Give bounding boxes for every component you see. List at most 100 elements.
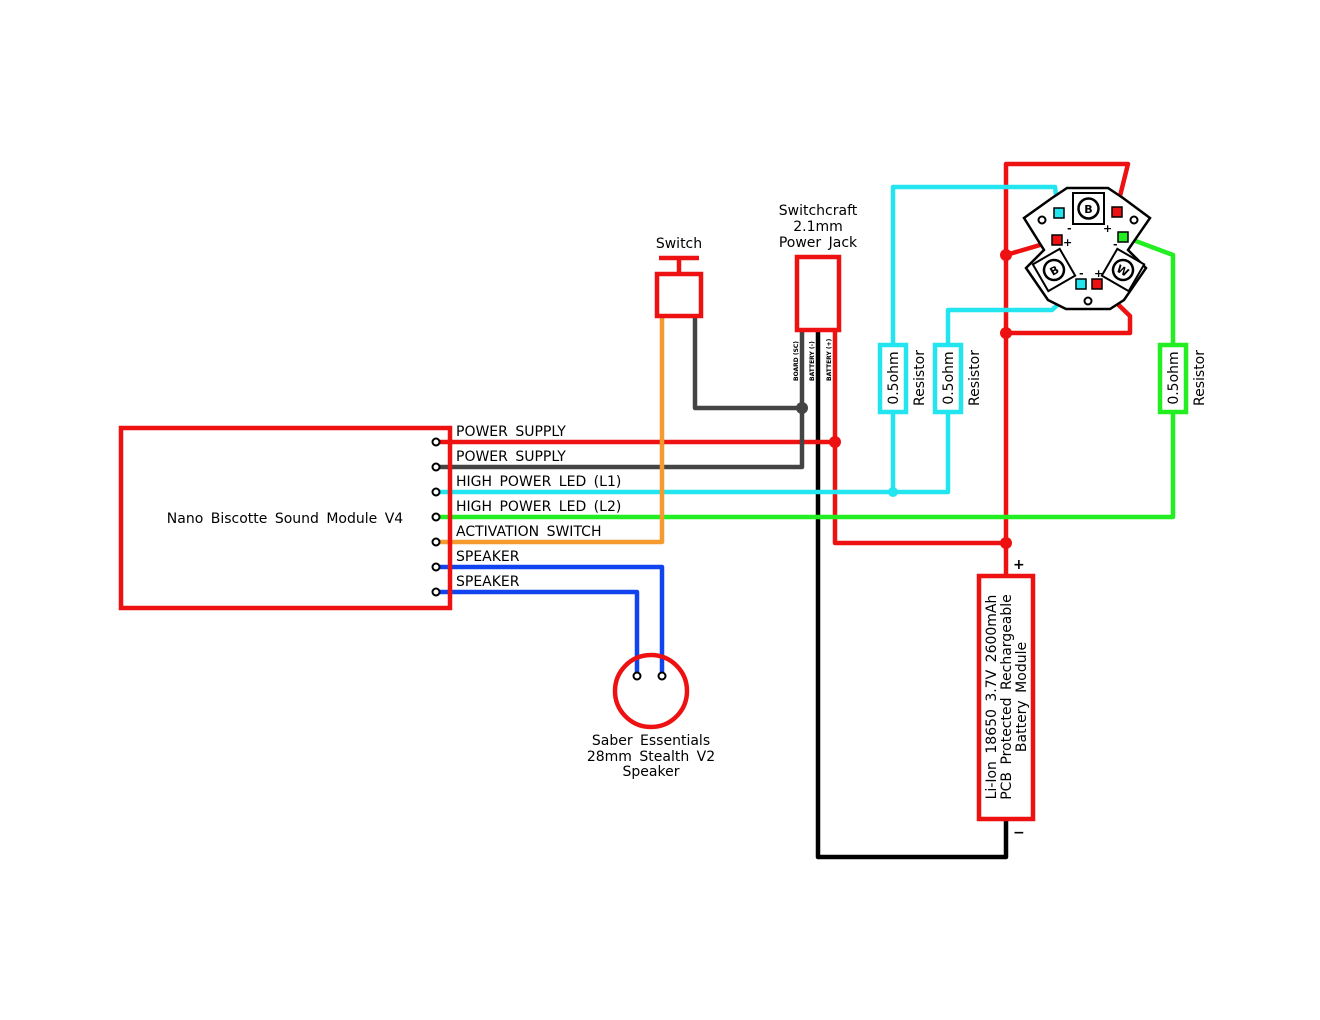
led-plus-mark: +	[1103, 222, 1112, 235]
power-jack-pin-battery-minus: BATTERY (-)	[809, 341, 816, 381]
wire-led-l2	[433, 409, 1176, 520]
speaker-label-line-3: Speaker	[623, 764, 680, 780]
junction-dot	[1000, 537, 1012, 549]
wire-jack-battery-plus	[832, 327, 1009, 546]
led-pad-red-top	[1111, 206, 1123, 218]
led-pad-green-right	[1117, 231, 1129, 243]
sound-module: Nano Biscotte Sound Module V4 POWER SUPP…	[118, 424, 621, 611]
module-pin-terminals	[431, 437, 441, 597]
pin-label-speaker-2: SPEAKER	[456, 574, 520, 590]
wires	[433, 161, 1176, 860]
speaker-terminal	[632, 671, 642, 681]
wire-activation-switch	[433, 314, 665, 545]
wire-battery-negative	[815, 327, 1009, 860]
led-die-1: B	[1072, 192, 1105, 225]
battery: Li-Ion 18650 3.7V 2600mAh PCB Protected …	[976, 557, 1036, 841]
junction-dot	[1000, 249, 1012, 261]
junction-dot	[829, 436, 841, 448]
led-die-1-lens	[1077, 197, 1100, 220]
resistor-2-body	[932, 342, 964, 415]
resistor-1-label: Resistor	[912, 350, 928, 406]
module-pin-terminal	[431, 462, 441, 472]
sound-module-title: Nano Biscotte Sound Module V4	[167, 511, 404, 527]
power-jack-pin-board: BOARD (SC)	[793, 341, 800, 381]
switch-label: Switch	[656, 236, 702, 252]
module-pin-terminal	[431, 437, 441, 447]
speaker-label-line-2: 28mm Stealth V2	[587, 749, 715, 765]
battery-label-line-2: PCB Protected Rechargeable	[999, 594, 1015, 800]
resistor-1-value: 0.5ohm	[886, 351, 902, 404]
power-jack-title-line-2: 2.1mm	[793, 219, 843, 235]
resistor-1: 0.5ohm Resistor	[877, 342, 928, 415]
switch-body	[654, 271, 704, 319]
resistor-2-value: 0.5ohm	[941, 351, 957, 404]
sound-module-body	[118, 425, 453, 611]
switch: Switch	[654, 236, 704, 319]
led-pad-red-bottom	[1091, 278, 1103, 290]
led-mount-hole	[1037, 215, 1047, 225]
power-jack: Switchcraft 2.1mm Power Jack BOARD (SC) …	[779, 203, 858, 381]
led-plus-mark: +	[1094, 267, 1103, 280]
wire-power-supply-2	[433, 405, 805, 470]
resistor-3-label: Resistor	[1192, 350, 1208, 406]
speaker: Saber Essentials 28mm Stealth V2 Speaker	[587, 652, 715, 780]
led-plus-mark: +	[1063, 236, 1072, 249]
battery-minus-mark: −	[1013, 825, 1025, 841]
resistor-2: 0.5ohm Resistor	[932, 342, 983, 415]
pin-label-power-supply-2: POWER SUPPLY	[456, 449, 566, 465]
wire-speaker-1	[433, 564, 665, 679]
module-pin-labels: POWER SUPPLY POWER SUPPLY HIGH POWER LED…	[456, 424, 621, 590]
speaker-body	[612, 652, 690, 730]
led-die-2-lens	[1042, 258, 1066, 282]
pin-label-activation-switch: ACTIVATION SWITCH	[456, 524, 601, 540]
pin-label-led-l2: HIGH POWER LED (L2)	[456, 499, 621, 515]
led-die-2: B	[1031, 247, 1077, 293]
junction-dot	[796, 402, 808, 414]
resistor-3-body	[1157, 342, 1189, 415]
speaker-terminal	[657, 671, 667, 681]
power-jack-title-line-3: Power Jack	[779, 235, 858, 251]
module-pin-terminal	[431, 487, 441, 497]
led-mount-hole	[1129, 215, 1139, 225]
led-die-3: W	[1100, 247, 1146, 293]
speaker-label-line-1: Saber Essentials	[592, 733, 710, 749]
wire-battery-plus-trunk	[1003, 161, 1131, 581]
power-jack-body	[794, 254, 842, 333]
led-pad-cyan-bottom	[1075, 278, 1087, 290]
led-mount-hole	[1083, 296, 1093, 306]
wire-speaker-2	[433, 589, 640, 679]
pin-label-led-l1: HIGH POWER LED (L1)	[456, 474, 621, 490]
led-pad-cyan-top	[1053, 207, 1065, 219]
power-jack-pin-battery-plus: BATTERY (+)	[826, 338, 833, 381]
led-die-3-lens	[1111, 258, 1135, 282]
led-pad-red-left	[1051, 234, 1063, 246]
junctions	[796, 249, 1012, 549]
pin-label-speaker-1: SPEAKER	[456, 549, 520, 565]
pin-label-power-supply-1: POWER SUPPLY	[456, 424, 566, 440]
battery-plus-mark: +	[1013, 557, 1025, 573]
led-die-1-label: B	[1084, 203, 1092, 216]
module-pin-terminal	[431, 537, 441, 547]
led-minus-mark: -	[1079, 267, 1084, 280]
module-pin-terminal	[431, 562, 441, 572]
junction-dot	[888, 487, 898, 497]
wire-led-l1	[433, 409, 951, 495]
led-star: B B W + + + - - -	[1022, 186, 1152, 311]
junction-dot	[1000, 327, 1012, 339]
battery-label-line-1: Li-Ion 18650 3.7V 2600mAh	[984, 595, 1000, 800]
battery-body	[976, 573, 1036, 822]
module-pin-terminal	[431, 512, 441, 522]
led-minus-mark: -	[1067, 222, 1072, 235]
led-die-3-label: W	[1114, 262, 1131, 279]
resistor-1-body	[877, 342, 909, 415]
resistor-3: 0.5ohm Resistor	[1157, 342, 1208, 415]
power-jack-title-line-1: Switchcraft	[779, 203, 858, 219]
resistor-2-label: Resistor	[967, 350, 983, 406]
battery-label-line-3: Battery Module	[1014, 642, 1030, 752]
wire-resistor-3-top	[1122, 234, 1176, 348]
resistor-3-value: 0.5ohm	[1166, 351, 1182, 404]
module-pin-terminal	[431, 587, 441, 597]
led-minus-mark: -	[1113, 238, 1118, 251]
wire-jack-board	[692, 314, 805, 411]
